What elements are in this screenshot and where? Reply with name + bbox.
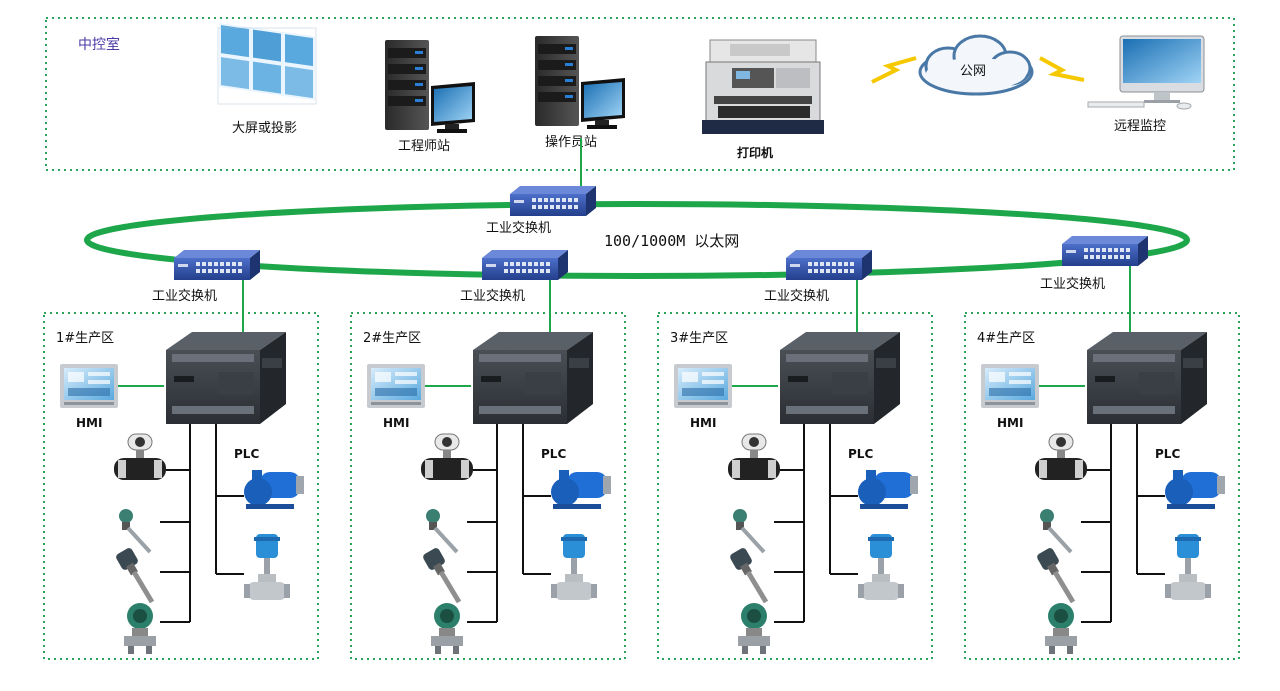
plc-icon — [1087, 332, 1207, 424]
control-room-border — [45, 17, 1235, 171]
control-room-title: 中控室 — [78, 36, 120, 53]
remote-monitor-icon — [1087, 35, 1205, 110]
level-sensor-icon — [422, 547, 459, 602]
temperature-sensor-icon — [117, 507, 152, 554]
plc-label: PLC — [1155, 447, 1180, 461]
plc-label: PLC — [848, 447, 873, 461]
switch-top-icon — [510, 186, 596, 216]
hmi-label: HMI — [997, 416, 1023, 430]
temperature-sensor-icon — [424, 507, 459, 554]
engineer-station-icon — [385, 40, 475, 133]
engineer-station-label: 工程师站 — [398, 139, 450, 154]
pump-icon — [551, 470, 611, 509]
level-sensor-icon — [729, 547, 766, 602]
zone-border — [350, 312, 626, 660]
video-wall-icon — [217, 22, 317, 105]
zone-title: 1#生产区 — [56, 331, 114, 346]
switch-3-icon — [786, 250, 872, 280]
printer-label: 打印机 — [737, 145, 773, 160]
operator-station-icon — [535, 36, 625, 129]
hmi-icon — [367, 364, 425, 408]
zone-border — [964, 312, 1240, 660]
switch-2-icon — [482, 250, 568, 280]
pressure-transmitter-icon — [1045, 603, 1077, 654]
ring-label: 100/1000M 以太网 — [604, 232, 739, 250]
switch-4-label: 工业交换机 — [1040, 276, 1105, 292]
zone-3: 3#生产区 PLC HMI — [657, 280, 933, 660]
plc-label: PLC — [541, 447, 566, 461]
control-valve-icon — [551, 534, 597, 600]
hmi-label: HMI — [76, 416, 102, 430]
plc-icon — [780, 332, 900, 424]
switch-4-icon — [1062, 236, 1148, 266]
control-valve-icon — [858, 534, 904, 600]
pressure-transmitter-icon — [431, 603, 463, 654]
flowmeter-icon — [113, 433, 167, 481]
plc-label: PLC — [234, 447, 259, 461]
zone-border — [657, 312, 933, 660]
plc-icon — [473, 332, 593, 424]
zone-title: 4#生产区 — [977, 331, 1035, 346]
lightning-right-icon — [1039, 56, 1085, 82]
pressure-transmitter-icon — [738, 603, 770, 654]
hmi-label: HMI — [383, 416, 409, 430]
switch-3-label: 工业交换机 — [764, 288, 829, 304]
hmi-icon — [60, 364, 118, 408]
switch-2-label: 工业交换机 — [460, 288, 525, 304]
lightning-left-icon — [871, 56, 917, 84]
cloud-icon — [918, 34, 1034, 96]
zone-border — [43, 312, 319, 660]
pressure-transmitter-icon — [124, 603, 156, 654]
control-valve-icon — [244, 534, 290, 600]
control-valve-icon — [1165, 534, 1211, 600]
flowmeter-icon — [727, 433, 781, 481]
hmi-icon — [981, 364, 1039, 408]
zone-1: 1#生产区 PLC HMI — [43, 280, 319, 660]
zone-2: 2#生产区 PLC HMI — [350, 280, 626, 660]
remote-monitor-label: 远程监控 — [1114, 119, 1166, 134]
plc-icon — [166, 332, 286, 424]
pump-icon — [1165, 470, 1225, 509]
level-sensor-icon — [115, 547, 152, 602]
zone-title: 2#生产区 — [363, 331, 421, 346]
level-sensor-icon — [1036, 547, 1073, 602]
pump-icon — [858, 470, 918, 509]
zone-title: 3#生产区 — [670, 331, 728, 346]
hmi-label: HMI — [690, 416, 716, 430]
hmi-icon — [674, 364, 732, 408]
zone-4: 4#生产区 PLC HMI — [964, 266, 1240, 660]
switch-1-icon — [174, 250, 260, 280]
printer-icon — [702, 39, 824, 134]
temperature-sensor-icon — [731, 507, 766, 554]
flowmeter-icon — [1034, 433, 1088, 481]
pump-icon — [244, 470, 304, 509]
video-wall-label: 大屏或投影 — [232, 120, 297, 136]
cloud-label: 公网 — [960, 64, 986, 79]
switch-top-label: 工业交换机 — [486, 220, 551, 236]
switch-1-label: 工业交换机 — [152, 288, 217, 304]
operator-station-label: 操作员站 — [545, 134, 597, 150]
flowmeter-icon — [420, 433, 474, 481]
temperature-sensor-icon — [1038, 507, 1073, 554]
ethernet-ring — [84, 201, 1190, 279]
